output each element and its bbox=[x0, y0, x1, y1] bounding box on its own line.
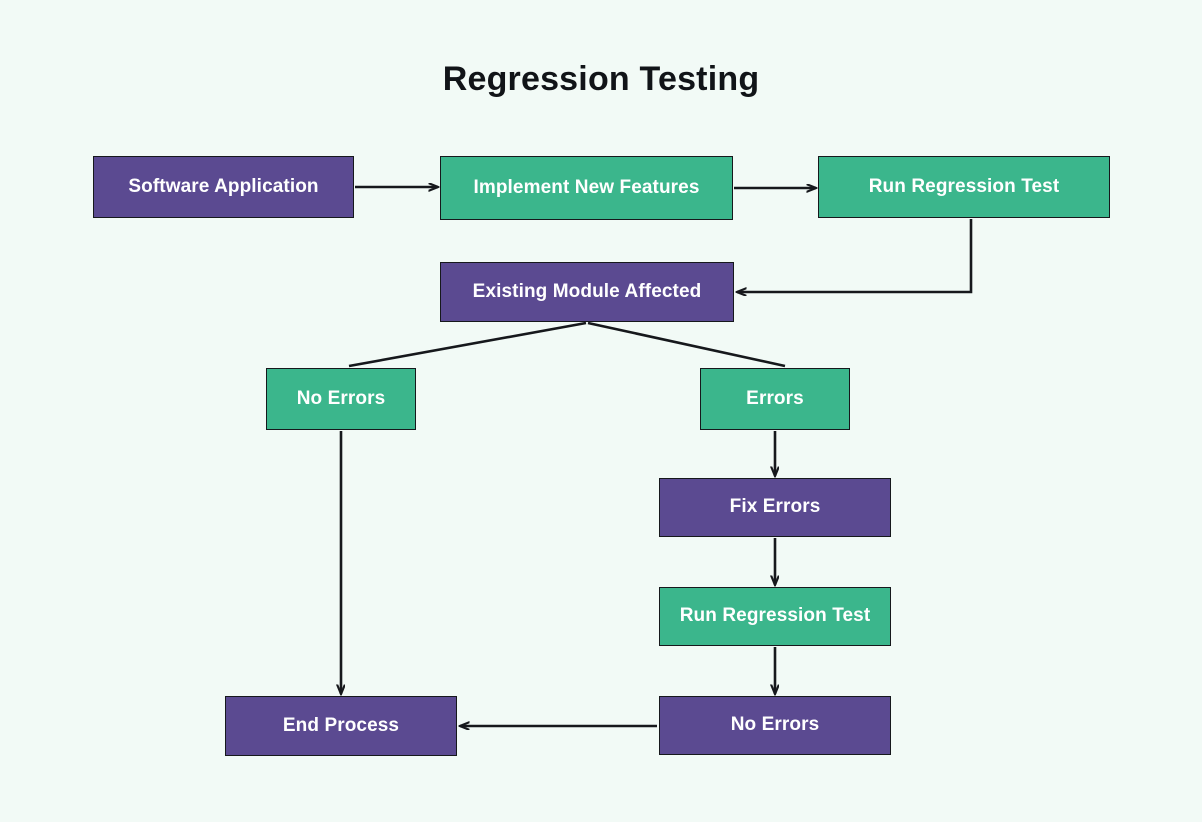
edge-existing-module-to-no-errors bbox=[348, 321, 587, 368]
node-label: No Errors bbox=[296, 387, 386, 409]
node-run-regression-test-top[interactable]: Run Regression Test bbox=[818, 156, 1110, 218]
node-end-process[interactable]: End Process bbox=[225, 696, 457, 756]
node-fix-errors[interactable]: Fix Errors bbox=[659, 478, 891, 537]
page-title: Regression Testing bbox=[442, 60, 760, 98]
node-label: Software Application bbox=[128, 175, 319, 197]
node-run-regression-test-bottom[interactable]: Run Regression Test bbox=[659, 587, 891, 646]
node-implement-new-features[interactable]: Implement New Features bbox=[440, 156, 733, 220]
node-label: End Process bbox=[282, 714, 400, 736]
node-no-errors-left[interactable]: No Errors bbox=[266, 368, 416, 430]
node-label: Run Regression Test bbox=[679, 605, 871, 627]
node-software-application[interactable]: Software Application bbox=[93, 156, 354, 218]
edge-run-test-to-existing-module bbox=[737, 219, 973, 292]
edge-existing-module-to-errors bbox=[587, 321, 786, 368]
node-label: Errors bbox=[746, 387, 804, 409]
node-errors[interactable]: Errors bbox=[700, 368, 850, 430]
node-label: Run Regression Test bbox=[868, 175, 1060, 197]
node-label: Implement New Features bbox=[473, 176, 700, 198]
node-label: Fix Errors bbox=[729, 496, 821, 518]
node-existing-module-affected[interactable]: Existing Module Affected bbox=[440, 262, 734, 322]
node-label: Existing Module Affected bbox=[472, 280, 702, 302]
node-label: No Errors bbox=[730, 714, 820, 736]
node-no-errors-bottom[interactable]: No Errors bbox=[659, 696, 891, 755]
